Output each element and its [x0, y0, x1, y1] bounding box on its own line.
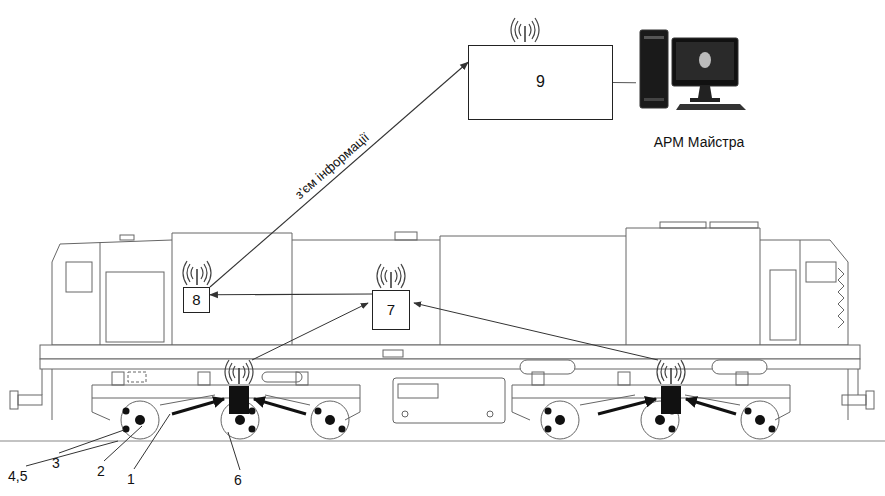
computer-icon [640, 30, 746, 110]
box-number: 8 [192, 291, 200, 308]
radio-link-arrows [252, 303, 658, 360]
edge-label: з'єм інформації [291, 129, 374, 204]
box-number: 7 [387, 301, 395, 318]
icon-caption: АРМ Майстра [654, 134, 744, 150]
hub-box: 7 [372, 290, 410, 330]
box-number: 9 [536, 73, 545, 91]
bogie-frames [92, 372, 790, 420]
cable-line [613, 82, 636, 83]
rail-line [0, 440, 885, 441]
sensor-data-arrows [172, 399, 736, 414]
antenna-symbols [183, 18, 685, 384]
repeater-box: 8 [183, 287, 210, 313]
callout-number: 4,5 [8, 468, 27, 484]
radio-link-arrow [210, 293, 372, 295]
callout-number: 1 [127, 471, 135, 487]
callout-number: 3 [52, 455, 60, 471]
transmitter-blocks [229, 386, 681, 414]
receiver-box: 9 [468, 45, 613, 120]
callout-number: 6 [234, 472, 242, 488]
workstation-node: АРМ Майстра [636, 26, 762, 152]
callout-number: 2 [97, 463, 105, 479]
radio-link-arrow [210, 62, 468, 287]
